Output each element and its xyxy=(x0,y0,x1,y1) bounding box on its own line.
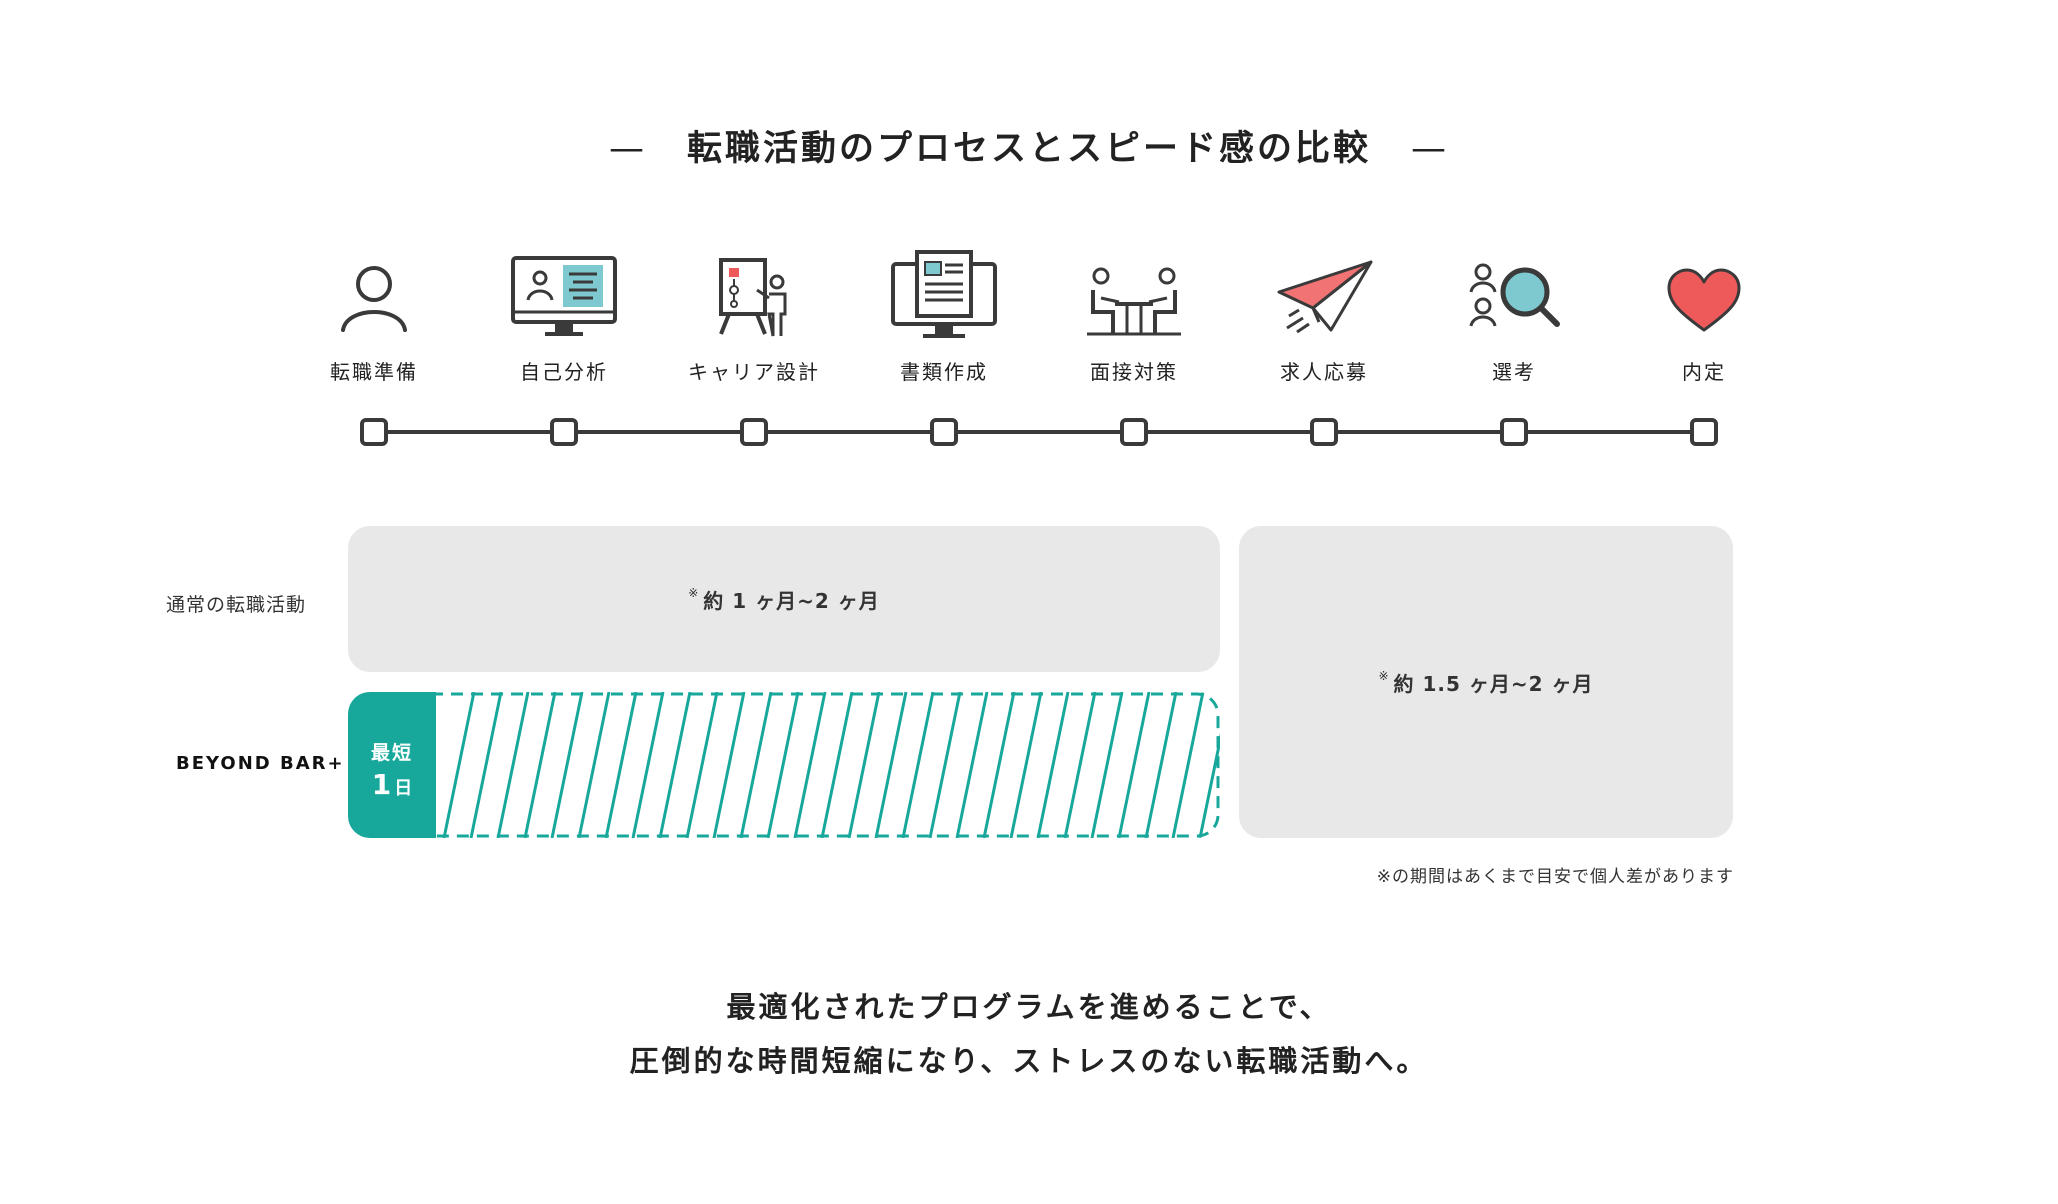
fast-badge-number: 1 xyxy=(371,768,392,801)
hatch-line xyxy=(1090,692,1124,838)
step-label: 自己分析 xyxy=(520,360,608,384)
presentation-icon xyxy=(719,258,787,337)
timeline-node xyxy=(1500,418,1528,446)
hatch-line xyxy=(469,692,503,838)
step-label: 転職準備 xyxy=(330,360,418,384)
heart-icon xyxy=(1667,268,1741,332)
step-3: キャリア設計 xyxy=(659,250,849,390)
step-7: 選考 xyxy=(1419,250,1609,390)
step-8: 内定 xyxy=(1609,250,1799,390)
step-2: 自己分析 xyxy=(469,250,659,390)
normal-duration-box: ※約 1 ヶ月~2 ヶ月 xyxy=(348,526,1220,672)
hatch-line xyxy=(496,692,530,838)
magnifier-people-icon xyxy=(1469,263,1560,327)
hatch-line xyxy=(577,692,611,838)
hatch-line xyxy=(955,692,989,838)
hatch-line xyxy=(874,692,908,838)
hatch-line xyxy=(523,692,557,838)
step-5: 面接対策 xyxy=(1039,250,1229,390)
hatch-line xyxy=(1117,692,1151,838)
step-label: キャリア設計 xyxy=(688,360,820,384)
step-label: 内定 xyxy=(1682,360,1726,384)
hatch-lines xyxy=(442,692,1220,838)
hatch-line xyxy=(442,692,476,838)
interview-icon xyxy=(1087,267,1181,336)
step-label: 選考 xyxy=(1492,360,1536,384)
hatch-line xyxy=(1036,692,1070,838)
hatch-line xyxy=(550,692,584,838)
asterisk-mark: ※ xyxy=(1378,669,1390,683)
hatch-line xyxy=(685,692,719,838)
timeline-node xyxy=(1690,418,1718,446)
step-label: 書類作成 xyxy=(900,360,988,384)
timeline-node xyxy=(930,418,958,446)
step-label: 求人応募 xyxy=(1280,360,1368,384)
timeline-node xyxy=(360,418,388,446)
fast-badge-unit: 日 xyxy=(394,778,413,799)
timeline-node xyxy=(740,418,768,446)
title-dash-left: — xyxy=(608,129,647,169)
hatch-line xyxy=(928,692,962,838)
step-6: 求人応募 xyxy=(1229,250,1419,390)
hatch-line xyxy=(1144,692,1178,838)
summary-line-2: 圧倒的な時間短縮になり、ストレスのない転職活動へ。 xyxy=(629,1044,1429,1078)
hatch-line xyxy=(739,692,773,838)
fast-badge-top: 最短 xyxy=(370,742,413,764)
hatch-line xyxy=(901,692,935,838)
document-monitor-icon xyxy=(891,250,997,338)
selection-duration-box: ※約 1.5 ヶ月~2 ヶ月 xyxy=(1239,526,1733,838)
hatch-line xyxy=(766,692,800,838)
hatch-line xyxy=(1009,692,1043,838)
selection-duration: 約 1.5 ヶ月~2 ヶ月 xyxy=(1393,671,1594,696)
normal-row-label: 通常の転職活動 xyxy=(166,594,307,616)
hatch-line xyxy=(847,692,881,838)
step-label: 面接対策 xyxy=(1090,360,1178,384)
hatch-line xyxy=(1063,692,1097,838)
timeline-node xyxy=(1310,418,1338,446)
monitor-profile-icon xyxy=(511,256,617,336)
hatch-line xyxy=(604,692,638,838)
brand-row-label: BEYOND BAR+ xyxy=(176,753,345,774)
hatch-line xyxy=(658,692,692,838)
hatch-line xyxy=(631,692,665,838)
hatch-line xyxy=(793,692,827,838)
fast-hatched-bar xyxy=(348,692,1220,838)
hatch-line xyxy=(820,692,854,838)
asterisk-mark: ※ xyxy=(688,586,700,600)
timeline-node xyxy=(1120,418,1148,446)
paper-plane-icon xyxy=(1277,260,1373,334)
step-1: 転職準備 xyxy=(279,250,469,390)
person-icon xyxy=(341,266,407,332)
normal-duration: 約 1 ヶ月~2 ヶ月 xyxy=(703,588,880,613)
disclaimer-note: ※の期間はあくまで目安で個人差があります xyxy=(1376,867,1734,887)
timeline-node xyxy=(550,418,578,446)
hatch-line xyxy=(1198,692,1220,838)
step-4: 書類作成 xyxy=(849,250,1039,390)
title-dash-right: — xyxy=(1411,129,1449,169)
hatch-line xyxy=(1171,692,1205,838)
hatch-line xyxy=(982,692,1016,838)
page-title: — 転職活動のプロセスとスピード感の比較 — xyxy=(0,124,2058,174)
title-text: 転職活動のプロセスとスピード感の比較 xyxy=(686,129,1371,169)
hatch-line xyxy=(712,692,746,838)
summary-line-1: 最適化されたプログラムを進めることで、 xyxy=(726,990,1332,1024)
